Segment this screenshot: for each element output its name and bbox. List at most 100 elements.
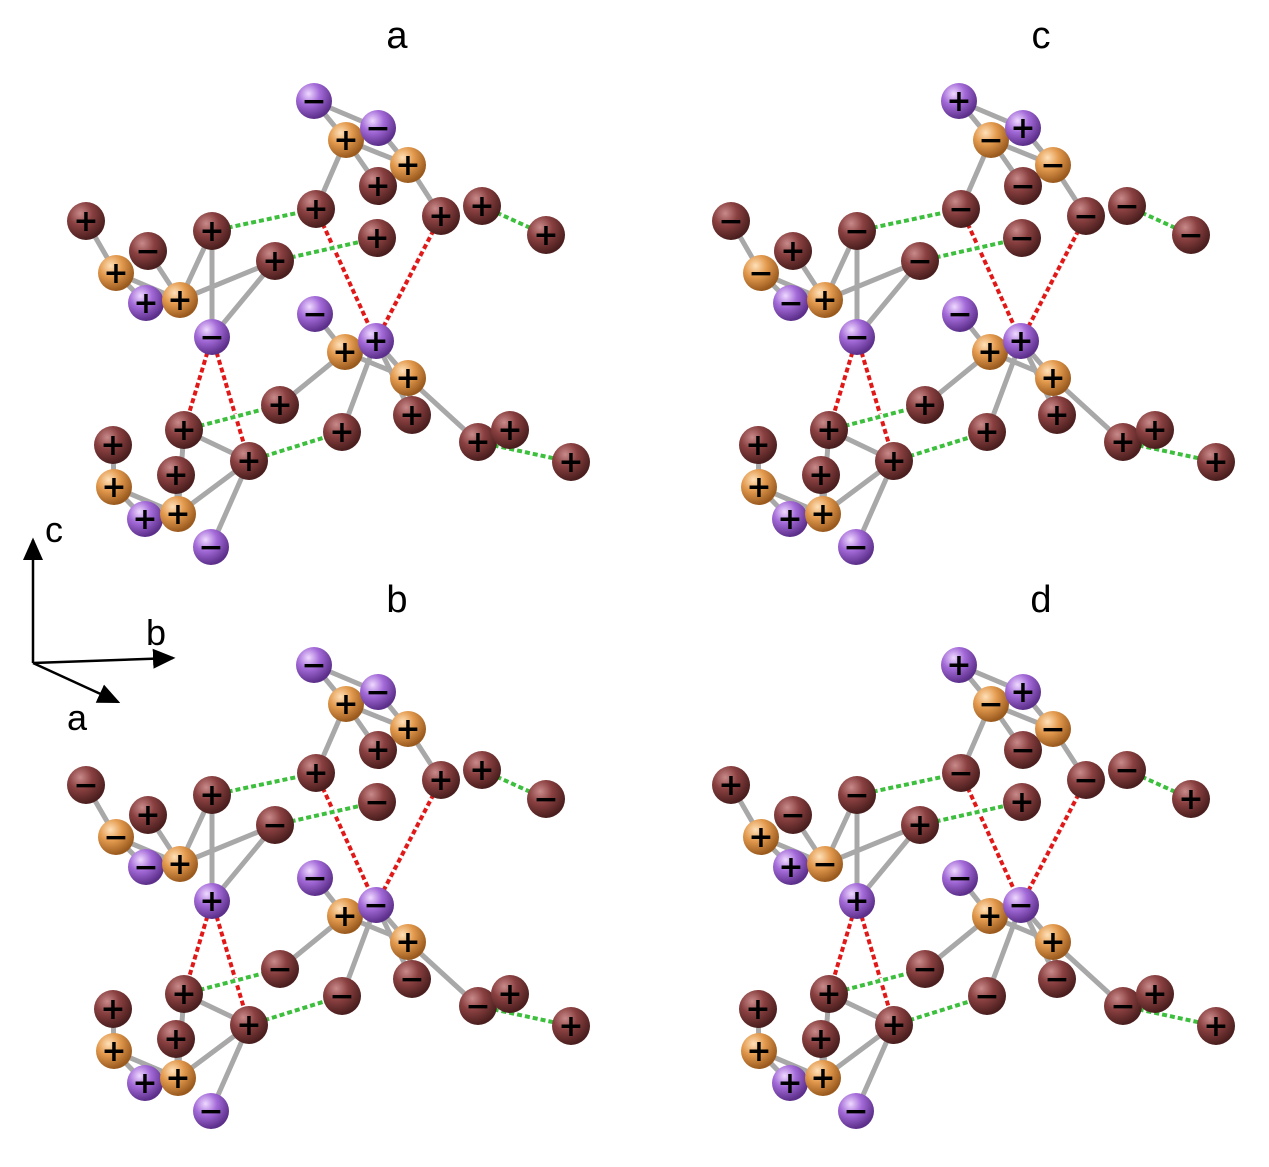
atom-a-22 bbox=[261, 386, 299, 424]
atom-b-33 bbox=[127, 1065, 163, 1101]
atom-b-10 bbox=[358, 783, 396, 821]
atom-d-28 bbox=[875, 1006, 913, 1044]
spin-sign-d-25: − bbox=[974, 979, 999, 1014]
spin-sign-c-18: − bbox=[947, 297, 972, 332]
atom-c-29 bbox=[1197, 443, 1235, 481]
atom-c-27 bbox=[1136, 411, 1174, 449]
spin-sign-d-0: + bbox=[946, 648, 971, 683]
atom-c-4 bbox=[1035, 147, 1071, 183]
atom-d-27 bbox=[1136, 975, 1174, 1013]
atom-c-26 bbox=[1104, 423, 1142, 461]
atom-b-13 bbox=[129, 796, 167, 834]
atom-d-7 bbox=[1108, 751, 1146, 789]
atom-a-33 bbox=[127, 501, 163, 537]
panel-d: +−+−−−−−+−+++−++−+−+−+−−+−−++++++++− bbox=[712, 647, 1235, 1129]
spin-sign-a-25: + bbox=[329, 415, 354, 450]
atom-d-6 bbox=[1067, 761, 1105, 799]
exchange-red-b-0 bbox=[314, 772, 378, 906]
atom-a-21 bbox=[390, 360, 426, 396]
atom-a-29 bbox=[552, 443, 590, 481]
atom-d-14 bbox=[743, 819, 779, 855]
atom-b-24 bbox=[165, 975, 203, 1013]
atom-b-6 bbox=[422, 761, 460, 799]
spin-sign-d-23: − bbox=[1044, 962, 1069, 997]
spin-sign-c-8: − bbox=[1178, 218, 1203, 253]
spin-sign-b-21: + bbox=[395, 925, 420, 960]
spin-sign-c-1: − bbox=[978, 123, 1003, 158]
atom-b-14 bbox=[98, 819, 134, 855]
atom-a-27 bbox=[491, 411, 529, 449]
spin-sign-a-27: + bbox=[497, 413, 522, 448]
spin-sign-a-23: + bbox=[399, 398, 424, 433]
atom-c-18 bbox=[942, 296, 978, 332]
atom-a-12 bbox=[67, 202, 105, 240]
exchange-red-bg-b-1 bbox=[373, 778, 444, 907]
atom-d-19 bbox=[972, 898, 1008, 934]
atom-d-32 bbox=[741, 1033, 777, 1069]
atom-c-32 bbox=[741, 469, 777, 505]
spin-sign-a-32: + bbox=[101, 470, 126, 505]
spin-sign-b-29: + bbox=[558, 1009, 583, 1044]
spin-sign-b-13: + bbox=[135, 798, 160, 833]
exchange-red-d-3 bbox=[855, 900, 896, 1026]
atom-b-21 bbox=[390, 924, 426, 960]
atom-b-29 bbox=[552, 1007, 590, 1045]
atom-b-18 bbox=[297, 860, 333, 896]
atom-c-28 bbox=[875, 442, 913, 480]
atom-d-34 bbox=[805, 1060, 841, 1096]
exchange-red-a-3 bbox=[210, 336, 251, 462]
atom-a-6 bbox=[422, 197, 460, 235]
spin-sign-a-2: − bbox=[365, 111, 390, 146]
atom-b-2 bbox=[360, 674, 396, 710]
atom-c-12 bbox=[712, 202, 750, 240]
atom-d-13 bbox=[774, 796, 812, 834]
spin-sign-d-15: + bbox=[778, 850, 803, 885]
atom-a-17 bbox=[194, 319, 230, 355]
atom-b-5 bbox=[297, 754, 335, 792]
atom-a-31 bbox=[157, 456, 195, 494]
atom-d-15 bbox=[773, 849, 809, 885]
spin-sign-c-23: + bbox=[1044, 398, 1069, 433]
spin-sign-b-28: + bbox=[236, 1008, 261, 1043]
atom-b-27 bbox=[491, 975, 529, 1013]
spin-sign-a-18: − bbox=[302, 297, 327, 332]
atom-c-17 bbox=[839, 319, 875, 355]
spin-sign-b-27: + bbox=[497, 977, 522, 1012]
spin-sign-a-22: + bbox=[267, 388, 292, 423]
atom-a-10 bbox=[358, 219, 396, 257]
spin-sign-c-25: + bbox=[974, 415, 999, 450]
spin-sign-c-5: − bbox=[948, 192, 973, 227]
atom-c-31 bbox=[802, 456, 840, 494]
atom-c-22 bbox=[906, 386, 944, 424]
panel-a: −+−++++++++++−+++−−++++++++++++++++− bbox=[67, 83, 590, 565]
spin-sign-a-13: − bbox=[135, 234, 160, 269]
spin-sign-b-31: + bbox=[163, 1022, 188, 1057]
spin-sign-c-7: − bbox=[1114, 189, 1139, 224]
spin-sign-b-15: − bbox=[133, 850, 158, 885]
atom-b-0 bbox=[296, 647, 332, 683]
atom-d-25 bbox=[968, 977, 1006, 1015]
spin-sign-d-18: − bbox=[947, 861, 972, 896]
spin-sign-a-24: + bbox=[171, 413, 196, 448]
exchange-red-bg-a-1 bbox=[373, 214, 444, 343]
atom-c-5 bbox=[942, 190, 980, 228]
spin-sign-b-35: − bbox=[198, 1094, 223, 1129]
atom-b-8 bbox=[527, 780, 565, 818]
atom-c-16 bbox=[807, 282, 843, 318]
spin-sign-b-17: + bbox=[199, 884, 224, 919]
atom-d-21 bbox=[1035, 924, 1071, 960]
spin-sign-b-16: + bbox=[167, 847, 192, 882]
spin-sign-b-18: − bbox=[302, 861, 327, 896]
spin-sign-c-30: + bbox=[745, 428, 770, 463]
atom-a-20 bbox=[358, 323, 394, 359]
spin-sign-d-30: + bbox=[745, 992, 770, 1027]
atom-c-13 bbox=[774, 232, 812, 270]
spin-sign-c-19: + bbox=[977, 335, 1002, 370]
spin-sign-b-8: − bbox=[533, 782, 558, 817]
spin-sign-a-35: − bbox=[198, 530, 223, 565]
spin-sign-d-33: + bbox=[777, 1066, 802, 1101]
atom-d-4 bbox=[1035, 711, 1071, 747]
atom-d-22 bbox=[906, 950, 944, 988]
spin-sign-a-15: + bbox=[133, 286, 158, 321]
